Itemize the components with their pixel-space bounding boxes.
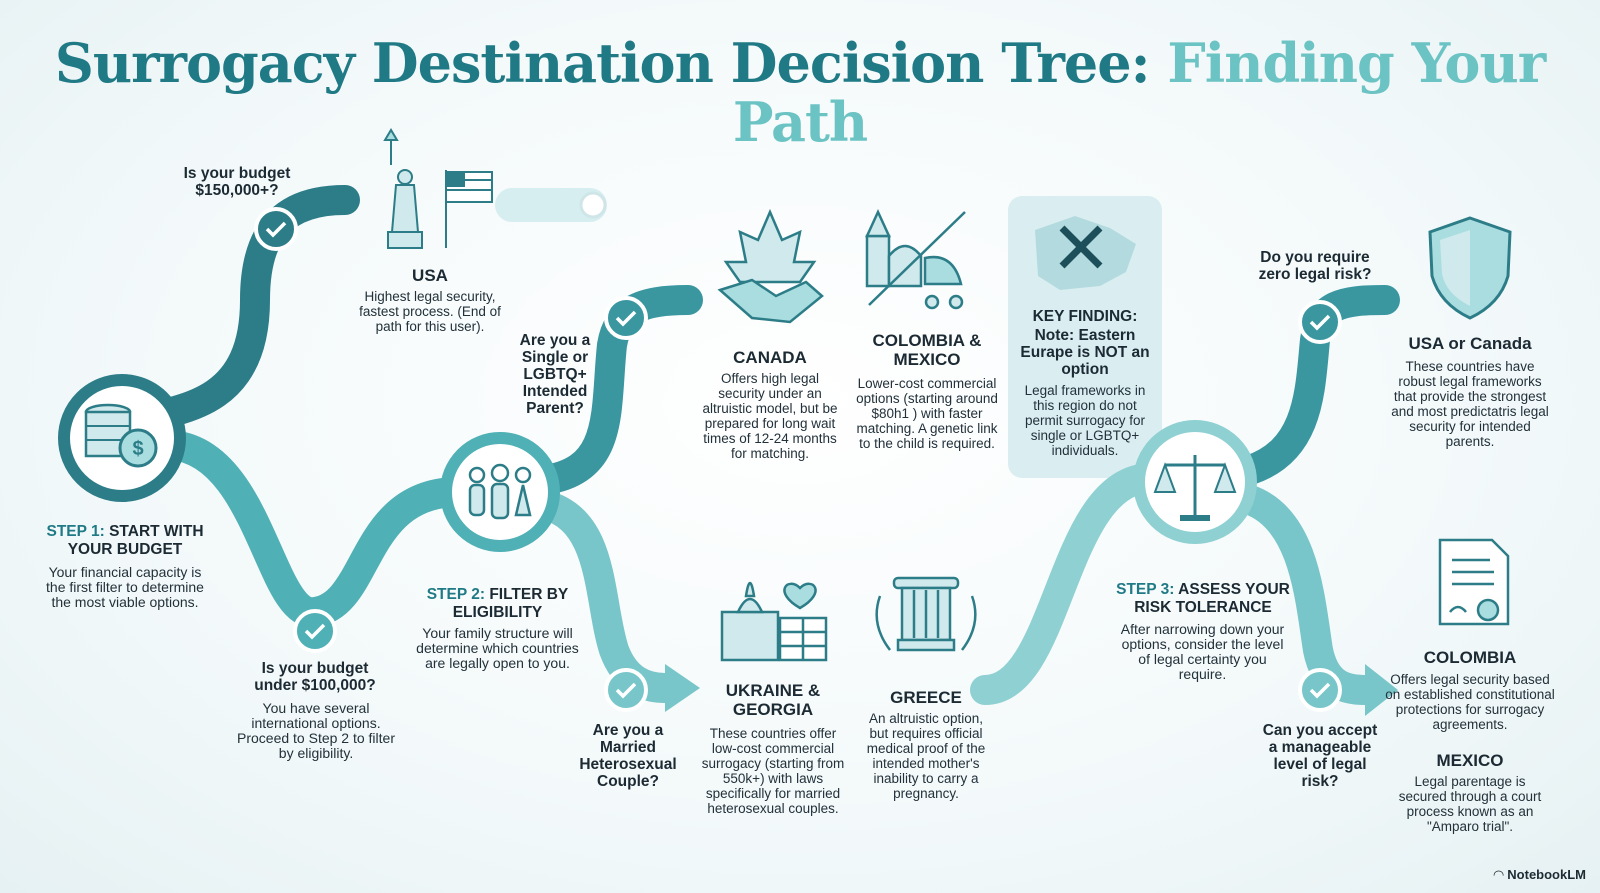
greece-name: GREECE xyxy=(890,688,962,707)
path-to-step3 xyxy=(970,463,1165,705)
canada-desc: Offers high legal security under an altr… xyxy=(702,371,838,461)
budget-100k-desc: You have several international options. … xyxy=(237,700,395,761)
usa-canada-desc: These countries have robust legal framew… xyxy=(1391,359,1549,449)
europe-map-x-icon xyxy=(1035,216,1136,290)
step1-label: STEP 1: xyxy=(46,523,105,540)
certificate-icon xyxy=(1438,538,1510,626)
arrow-to-colombia xyxy=(1365,664,1398,716)
arrow-to-ukraine xyxy=(665,664,700,712)
ukraine-georgia-desc: These countries offer low-cost commercia… xyxy=(701,726,845,816)
question-zero-risk: Do you require zero legal risk? xyxy=(1258,249,1372,283)
path-to-single xyxy=(530,285,703,495)
question-budget-100k: Is your budget under $100,000? xyxy=(254,660,376,694)
statue-of-liberty-icon xyxy=(383,128,493,249)
key-finding-desc: Legal frameworks in this region do not p… xyxy=(1024,383,1146,458)
usa-desc: Highest legal security, fastest process.… xyxy=(359,289,501,334)
path-to-zero-risk xyxy=(1235,285,1400,485)
step2-label: STEP 2: xyxy=(426,586,486,603)
title-main: Surrogacy Destination Decision Tree: xyxy=(54,31,1151,95)
step3-heading: STEP 3: ASSESS YOUR RISK TOLERANCE xyxy=(1108,581,1298,617)
brand-name: NotebookLM xyxy=(1507,867,1586,882)
ukraine-georgia-name: UKRAINE & GEORGIA xyxy=(725,681,821,719)
step2-heading: STEP 2: FILTER BY ELIGIBILITY xyxy=(420,586,575,622)
usa-canada-name: USA or Canada xyxy=(1408,334,1532,353)
check-node-single xyxy=(604,296,648,340)
title-accent: Finding Your Path xyxy=(732,31,1546,155)
colombia-mexico-desc: Lower-cost commercial options (starting … xyxy=(856,376,998,451)
canada-name: CANADA xyxy=(733,348,807,367)
church-stroller-icon xyxy=(865,208,966,310)
check-node-zero-risk xyxy=(1298,300,1342,344)
colombia-mexico-name: COLOMBIA & MEXICO xyxy=(872,331,982,369)
step2-title: FILTER BY ELIGIBILITY xyxy=(452,586,569,621)
path-to-usa xyxy=(115,185,360,435)
page-title: Surrogacy Destination Decision Tree: Fin… xyxy=(0,31,1600,155)
check-node-married xyxy=(604,668,648,712)
scales-icon xyxy=(1133,420,1257,544)
key-finding-label: KEY FINDING: xyxy=(1032,308,1138,325)
key-finding-heading: Note: Eastern Eurape is NOT an option xyxy=(1020,327,1150,378)
usa-slider-knob xyxy=(579,191,607,219)
greece-desc: An altruistic option, but requires offic… xyxy=(866,711,986,801)
money-coins-icon: $ xyxy=(58,374,186,502)
colombia-name: COLOMBIA xyxy=(1423,648,1517,667)
question-manageable-risk: Can you accept a manageable level of leg… xyxy=(1262,722,1378,790)
notebook-icon: ◠ xyxy=(1493,867,1504,882)
step2-desc: Your family structure will determine whi… xyxy=(416,625,579,671)
svg-text:$: $ xyxy=(132,438,143,460)
step3-title: ASSESS YOUR RISK TOLERANCE xyxy=(1134,581,1290,616)
step1-desc: Your financial capacity is the first fil… xyxy=(46,564,204,610)
step3-desc: After narrowing down your options, consi… xyxy=(1120,621,1285,682)
path-step1-step2 xyxy=(155,430,470,628)
greek-column-icon xyxy=(875,576,977,652)
question-budget-150k: Is your budget $150,000+? xyxy=(183,165,291,199)
family-icon xyxy=(440,432,560,552)
step1-title: START WITH YOUR BUDGET xyxy=(67,523,204,558)
mexico-desc: Legal parentage is secured through a cou… xyxy=(1398,774,1542,834)
brand-logo: ◠ NotebookLM xyxy=(1494,867,1586,883)
mexico-name: MEXICO xyxy=(1436,751,1504,770)
question-married: Are you a Married Heterosexual Couple? xyxy=(579,722,677,790)
usa-name: USA xyxy=(412,266,448,285)
check-node-manageable xyxy=(1298,668,1342,712)
colombia-desc: Offers legal security based on establish… xyxy=(1385,672,1555,732)
shield-icon xyxy=(1428,216,1512,320)
step1-heading: STEP 1: START WITH YOUR BUDGET xyxy=(40,523,210,559)
check-node-150k xyxy=(254,207,298,251)
path-to-manageable xyxy=(1243,485,1366,705)
step3-label: STEP 3: xyxy=(1116,581,1175,598)
question-single-lgbtq: Are you a Single or LGBTQ+ Intended Pare… xyxy=(519,332,591,417)
check-node-100k xyxy=(293,609,337,653)
maple-leaf-handshake-icon xyxy=(717,208,824,324)
onion-dome-heart-icon xyxy=(720,581,828,662)
